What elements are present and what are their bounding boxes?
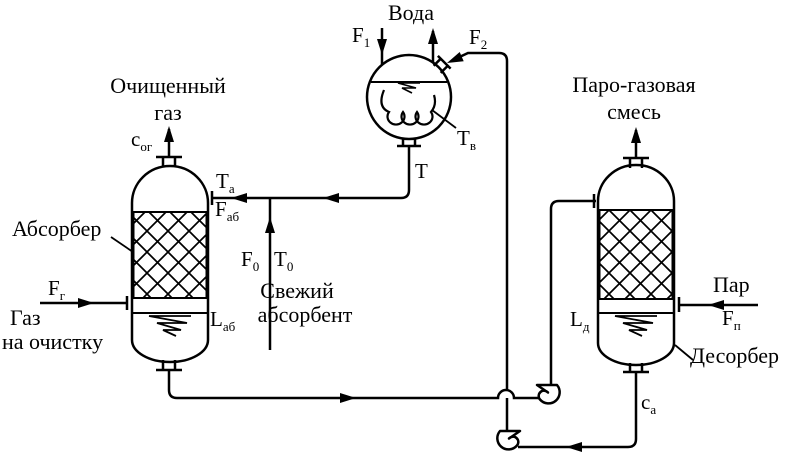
flow-f1-label: F1 <box>352 23 371 51</box>
absorber-name-label: Абсорбер <box>12 216 102 241</box>
purified-gas-label-line2: газ <box>154 100 182 125</box>
desorber-name-label: Десорбер <box>690 343 780 368</box>
desorber-liquid-symbol <box>614 315 657 337</box>
absorber-packing <box>132 211 208 299</box>
pump-1 <box>535 383 561 405</box>
desorber-nozzles <box>623 156 649 374</box>
arrow-f2-into-heater <box>447 52 464 63</box>
arrow-feed-left-2 <box>323 193 339 203</box>
absorbent-temp-label: Та <box>216 169 235 197</box>
desorber-leader-line <box>674 344 694 361</box>
pipe-absorber-bottoms <box>167 371 541 400</box>
fresh-absorbent-label-line1: Свежий <box>260 278 334 303</box>
fresh-flow-label: F0 <box>241 247 260 275</box>
gas-feed-label-line1: Газ <box>10 305 41 330</box>
absorber-inlet-ticks <box>125 191 214 310</box>
coil-leader-line <box>431 109 457 129</box>
heating-coil <box>380 89 437 126</box>
pipe-pump1-to-desorber <box>549 199 596 386</box>
steam-label: Пар <box>713 272 750 297</box>
vapor-gas-label-line2: смесь <box>607 99 661 124</box>
water-label: Вода <box>388 0 434 25</box>
flow-f2-label: F2 <box>469 25 488 53</box>
pump-2 <box>496 429 522 451</box>
outlet-temp-label: Т <box>415 159 428 183</box>
pipe-heater-to-absorber <box>213 147 411 200</box>
fresh-absorbent-label-line2: абсорбент <box>257 302 353 327</box>
absorber-leader-line <box>110 236 134 253</box>
arrow-purified-gas-up <box>164 126 174 142</box>
desorber-column <box>592 130 694 374</box>
heater-side-nozzle <box>432 55 452 74</box>
absorber-liquid-symbol <box>148 315 191 337</box>
arrow-gas-in-right <box>78 298 94 308</box>
heater-shell <box>365 53 453 141</box>
pipe-pump2-to-heater <box>451 51 509 431</box>
arrow-fresh-up <box>265 217 275 233</box>
absorber-level-label: Lаб <box>210 307 236 335</box>
desorber-level-label: Lд <box>570 307 590 335</box>
arrow-water-in-down <box>377 39 387 55</box>
fresh-temp-label: Т0 <box>274 247 294 275</box>
flow-arrows <box>78 28 724 452</box>
arrow-vapor-up <box>631 127 641 143</box>
steam-flow-label: Fп <box>722 306 741 334</box>
gas-flow-label: Fг <box>48 276 66 304</box>
arrow-bottoms-right <box>340 393 356 403</box>
arrow-to-pump2-left <box>566 442 582 452</box>
bottoms-conc-label: са <box>641 390 657 418</box>
absorbent-flow-label: Fаб <box>215 197 240 225</box>
pipe-desorber-bottoms <box>518 373 638 449</box>
absorber-nozzles <box>156 155 182 372</box>
vapor-gas-label-line1: Паро-газовая <box>572 72 696 97</box>
purified-gas-label-line1: Очищенный <box>110 73 226 98</box>
purified-gas-conc-label: сог <box>131 127 153 155</box>
arrow-water-out-up <box>428 28 438 44</box>
gas-feed-label-line2: на очистку <box>2 329 104 354</box>
desorber-packing <box>598 209 674 300</box>
arrow-feed-left-1 <box>231 193 247 203</box>
water-heater-vessel <box>365 53 457 148</box>
heater-bottom-nozzle <box>397 139 421 148</box>
desorber-inlet-ticks <box>592 194 681 312</box>
water-temp-label: Тв <box>457 126 476 154</box>
absorber-column <box>110 129 214 372</box>
arrow-steam-left <box>708 300 724 310</box>
heater-liquid-symbol <box>397 82 420 94</box>
